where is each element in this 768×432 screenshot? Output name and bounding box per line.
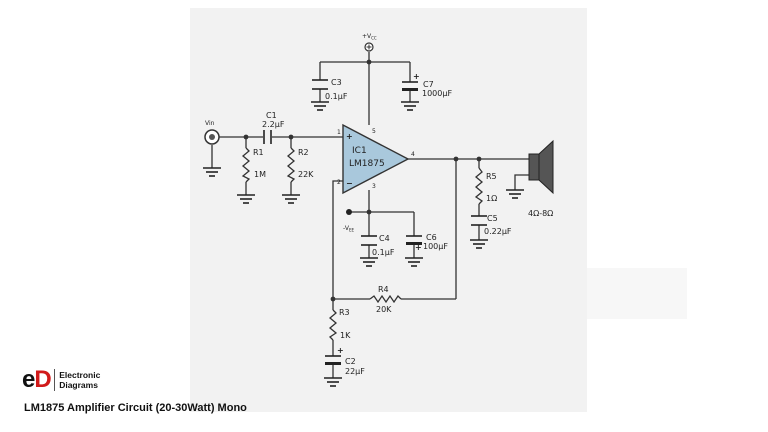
ground-icon: [506, 189, 524, 199]
ic-name: IC1: [352, 146, 367, 156]
resistor-r5: R5 1Ω: [474, 167, 497, 205]
c6-polarity: +: [415, 243, 422, 252]
opamp-triangle: [342, 123, 410, 195]
c2-value: 22μF: [345, 367, 365, 376]
c7-value: 1000μF: [422, 89, 452, 98]
ground-icon: [324, 377, 342, 387]
vee-sub: EE: [349, 228, 355, 233]
c6-ref: C6: [426, 233, 437, 242]
capacitor-c4: C4 0.1μF: [361, 234, 395, 257]
logo-mark: eD: [22, 366, 52, 393]
r2-ref: R2: [298, 148, 309, 157]
resistor-r1: R1 1M: [241, 147, 266, 183]
logo-text: Electronic Diagrams: [59, 370, 100, 390]
ground-icon: [203, 167, 221, 177]
capacitor-c1: C1 2.2μF: [262, 111, 285, 144]
r3-ref: R3: [339, 308, 350, 317]
r2-value: 22K: [298, 170, 314, 179]
capacitor-c6: + C6 100μF: [406, 233, 448, 252]
vcc-terminal: +VCC: [362, 33, 377, 52]
logo-divider: [53, 369, 56, 391]
pin-2: 2: [337, 179, 341, 186]
c7-ref: C7: [423, 80, 434, 89]
diagram-caption: LM1875 Amplifier Circuit (20-30Watt) Mon…: [24, 402, 247, 414]
inverting-sign: −: [346, 179, 353, 188]
r5-value: 1Ω: [486, 194, 497, 203]
r4-ref: R4: [378, 285, 389, 294]
noninverting-sign: +: [346, 132, 353, 141]
c7-polarity: +: [413, 72, 420, 81]
capacitor-c7: + C7 1000μF: [402, 72, 452, 98]
capacitor-c3: C3 0.1μF: [312, 78, 348, 101]
vcc-sub: CC: [371, 36, 377, 41]
pin-1: 1: [337, 129, 341, 136]
pin-5: 5: [372, 128, 376, 135]
site-logo: eD Electronic Diagrams: [22, 368, 100, 392]
diagram-panel: [190, 8, 587, 412]
ground-icon: [237, 194, 255, 204]
ground-icon: [401, 101, 419, 111]
junction-dots: [243, 59, 482, 302]
vee-terminal: -VEE: [343, 209, 354, 233]
vee-v: V: [345, 225, 350, 232]
c3-ref: C3: [331, 78, 342, 87]
logo-line-2: Diagrams: [59, 380, 98, 390]
r4-value: 20K: [376, 305, 392, 314]
resistor-r4: R4 20K: [369, 285, 402, 314]
svg-text:+VCC: +VCC: [362, 33, 377, 41]
ground-icon: [360, 257, 378, 267]
ic1-opamp: IC1 LM1875 + − 1 2 3 4 5: [337, 123, 415, 195]
ground-icon: [470, 239, 488, 249]
c3-value: 0.1μF: [325, 92, 348, 101]
vcc-v: V: [367, 33, 372, 40]
resistor-r3: R3 1K: [328, 308, 351, 341]
capacitor-c2: + C2 22μF: [325, 346, 365, 376]
pin-3: 3: [372, 183, 376, 190]
ground-icons: [203, 101, 524, 387]
capacitor-c5: C5 0.22μF: [471, 214, 512, 236]
logo-line-1: Electronic: [59, 370, 101, 380]
c5-value: 0.22μF: [484, 227, 512, 236]
speaker-icon: 4Ω-8Ω: [528, 139, 554, 218]
c2-polarity: +: [337, 346, 344, 355]
ic-part: LM1875: [349, 159, 385, 169]
r5-ref: R5: [486, 172, 497, 181]
c4-ref: C4: [379, 234, 390, 243]
vee-minus: -: [343, 225, 345, 232]
ground-icon: [282, 194, 300, 204]
pin-4: 4: [411, 151, 415, 158]
c6-value: 100μF: [423, 242, 448, 251]
vcc-plus: +: [362, 33, 367, 40]
logo-mark-e: e: [22, 366, 35, 393]
ground-icon: [405, 257, 423, 267]
r1-value: 1M: [254, 170, 266, 179]
r3-value: 1K: [340, 331, 351, 340]
c5-ref: C5: [487, 214, 498, 223]
input-label: Vin: [205, 120, 215, 127]
c4-value: 0.1μF: [372, 248, 395, 257]
c2-ref: C2: [345, 357, 356, 366]
wires: [211, 52, 529, 378]
logo-mark-d: D: [34, 366, 51, 393]
c1-value: 2.2μF: [262, 120, 285, 129]
speaker-value: 4Ω-8Ω: [528, 209, 553, 218]
svg-text:-VEE: -VEE: [343, 225, 354, 233]
input-jack: Vin: [204, 120, 220, 145]
ground-icon: [311, 101, 329, 111]
c1-ref: C1: [266, 111, 277, 120]
r1-ref: R1: [253, 148, 264, 157]
resistor-r2: R2 22K: [286, 147, 314, 183]
side-panel: [587, 268, 687, 319]
